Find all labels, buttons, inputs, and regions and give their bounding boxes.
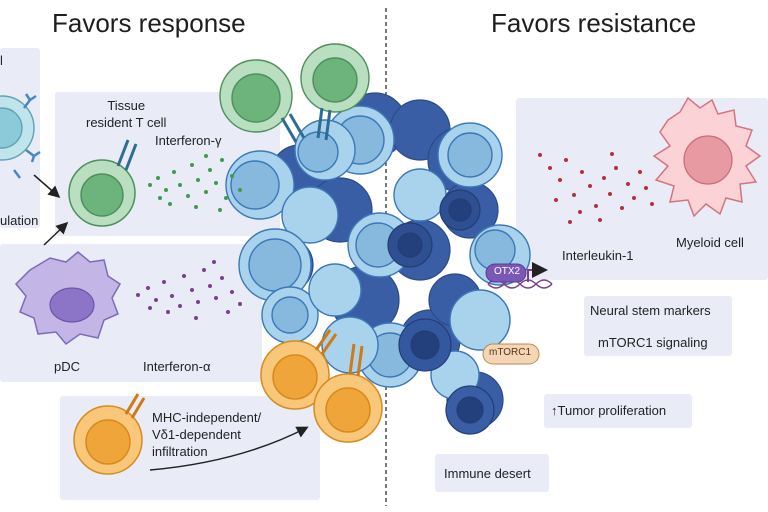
- pdc-nucleus: [49, 287, 95, 323]
- panel-tumor-proliferation: [544, 394, 692, 428]
- infiltration-arrow: [149, 426, 309, 471]
- interferon-gamma-label: Interferon-γ: [155, 133, 222, 148]
- tcr-receptors-on-tumor: [280, 107, 332, 143]
- partial-top-label: l: [0, 53, 3, 68]
- interferon-alpha-dots: [136, 260, 242, 320]
- tumor-dark-cells-front: [387, 189, 495, 435]
- otx2-box: [485, 263, 527, 283]
- pdc-label: pDC: [54, 359, 81, 374]
- partial-activated-cell: [0, 95, 35, 161]
- t-cells-on-tumor: [219, 43, 370, 133]
- tissue-resident-t-cell: [68, 159, 136, 227]
- interferon-alpha-label: Interferon-α: [143, 359, 211, 374]
- panel-neural-stem: [584, 296, 732, 356]
- mtorc1-box: [482, 343, 540, 365]
- gamma-delta-cells: [73, 340, 383, 475]
- immune-desert-label: Immune desert: [444, 466, 531, 481]
- partial-bottom-label: ulation: [0, 213, 39, 228]
- interleukin-1-label: Interleukin-1: [562, 248, 634, 263]
- antibody-marks: [13, 93, 41, 179]
- header-favors-response: Favors response: [52, 8, 246, 38]
- promoter-arrow: [527, 262, 548, 282]
- header-favors-resistance: Favors resistance: [491, 8, 697, 38]
- otx2-label: OTX2: [494, 266, 521, 277]
- mtorc1-label: mTORC1: [489, 347, 532, 358]
- t-cell-receptor: [116, 139, 138, 171]
- tumor-proliferation-label: ↑Tumor proliferation: [551, 403, 667, 418]
- arrow-from-pdc: [43, 221, 69, 246]
- mtorc1-signaling-label: mTORC1 signaling: [598, 335, 708, 350]
- myeloid-nucleus: [683, 135, 733, 185]
- tissue-resident-t-cell-label: Tissue resident T cell: [86, 98, 167, 130]
- panel-immune-desert: [435, 454, 549, 492]
- arrow-to-t-cell: [33, 174, 61, 198]
- gamma-delta-receptors: [124, 329, 364, 419]
- interferon-gamma-dots: [148, 154, 242, 212]
- infiltration-label: MHC-independent/ Vδ1-dependent infiltrat…: [152, 410, 262, 459]
- neural-stem-markers-label: Neural stem markers: [590, 303, 711, 318]
- interleukin-1-dots: [538, 152, 654, 224]
- myeloid-cell-label: Myeloid cell: [676, 235, 744, 250]
